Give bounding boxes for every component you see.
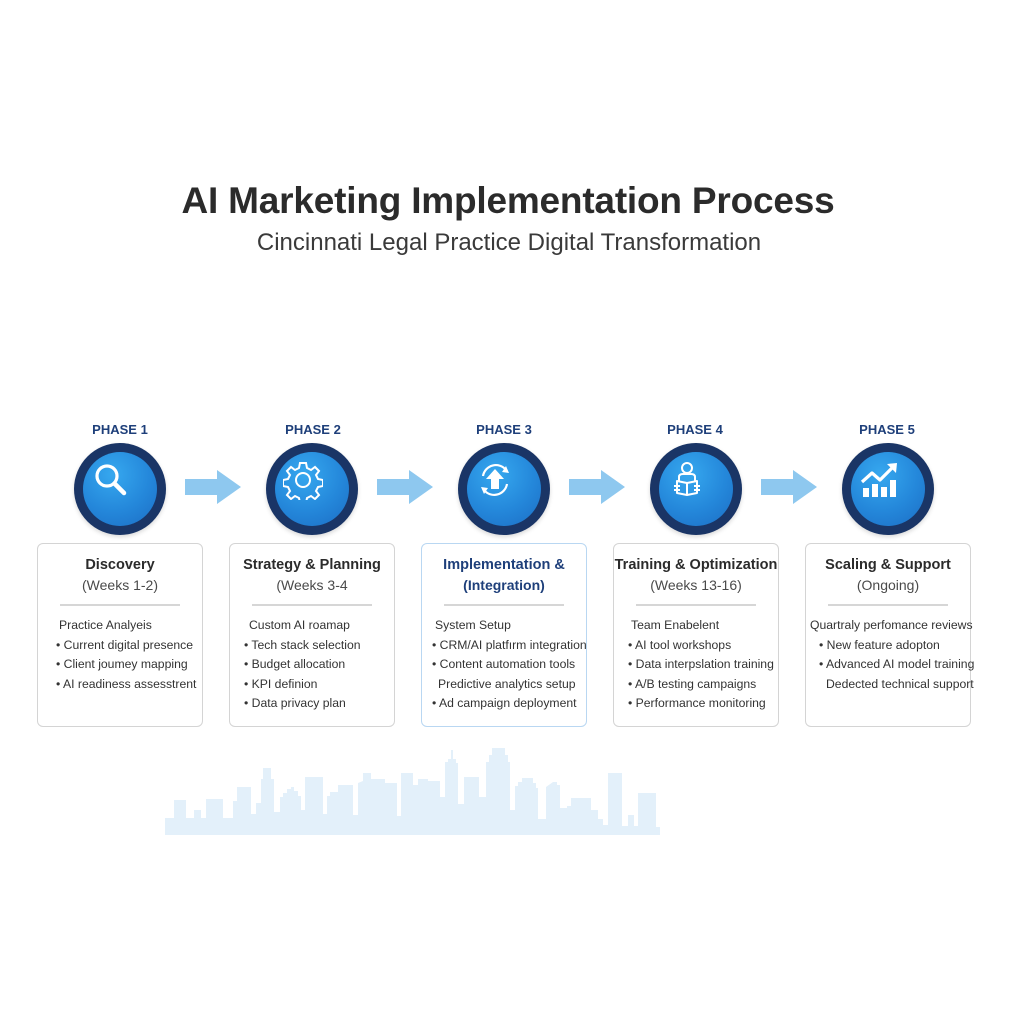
divider — [252, 604, 372, 606]
card-title: Strategy & Planning — [243, 557, 381, 573]
phase-1-label: PHASE 1 — [92, 422, 148, 437]
phase-3-card: Implementation & (Integration) System Se… — [421, 543, 587, 727]
list-item: • Data interpslation training — [628, 657, 774, 672]
arrow-icon — [185, 470, 241, 504]
city-skyline-graphic — [165, 748, 660, 835]
list-item: • A/B testing campaigns — [628, 676, 757, 691]
divider — [444, 604, 564, 606]
list-item: • Tech stack selection — [244, 637, 361, 652]
list-item: • Budget allocation — [244, 657, 346, 672]
card-timeframe: (Weeks 3-4 — [276, 577, 348, 593]
phase-1-card: Discovery (Weeks 1-2) Practice Analyeis … — [37, 543, 203, 727]
list-item: • CRM/AI platfırm integration — [432, 637, 587, 652]
list-item: Quartraly perfomance reviews — [810, 618, 973, 632]
list-item: • Ad campaign deployment — [432, 696, 577, 711]
list-item: • KPI definion — [244, 676, 318, 691]
phase-4-card: Training & Optimization (Weeks 13-16) Te… — [613, 543, 779, 727]
phase-3-label: PHASE 3 — [476, 422, 532, 437]
page-title: AI Marketing Implementation Process — [181, 180, 835, 221]
upload-sync-icon — [481, 464, 509, 496]
list-item: • Client joumey mapping — [56, 657, 188, 672]
list-item: System Setup — [435, 618, 511, 632]
gear-icon — [283, 462, 323, 500]
list-item: • Performance monitoring — [628, 696, 766, 711]
card-title: Scaling & Support — [825, 557, 951, 573]
list-item: • Advanced AI model training — [819, 657, 975, 672]
phase-3-badge — [458, 443, 550, 535]
page-subtitle: Cincinnati Legal Practice Digital Transf… — [256, 229, 762, 256]
list-item: Predictive analytics setup — [438, 676, 576, 691]
magnifier-icon — [95, 464, 127, 496]
arrow-icon — [377, 470, 433, 504]
list-item: Dedected technical support — [826, 676, 974, 691]
growth-chart-icon — [860, 463, 897, 497]
list-item: Custom AI roamap — [249, 618, 350, 632]
card-title: Discovery — [85, 557, 155, 573]
phase-4-badge — [650, 443, 742, 535]
person-reading-icon — [674, 462, 700, 496]
phase-2-label: PHASE 2 — [285, 422, 341, 437]
card-timeframe: (Integration) — [463, 577, 545, 593]
card-timeframe: (Weeks 1-2) — [82, 577, 158, 593]
arrow-icon — [761, 470, 817, 504]
card-timeframe: (Ongoing) — [856, 577, 920, 593]
card-title: Training & Optimization — [614, 557, 778, 573]
list-item: • AI readiness assesstrent — [56, 676, 197, 691]
divider — [636, 604, 756, 606]
divider — [60, 604, 180, 606]
phase-1-badge — [74, 443, 166, 535]
list-item: • Data privacy plan — [244, 696, 346, 711]
phase-2-card: Strategy & Planning (Weeks 3-4 Custom AI… — [229, 543, 395, 727]
divider — [828, 604, 948, 606]
phase-2-badge — [266, 443, 358, 535]
card-title: Implementation & — [443, 557, 565, 573]
list-item: • Content automation tools — [432, 657, 576, 672]
phase-4-label: PHASE 4 — [667, 422, 723, 437]
list-item: • New feature adopton — [819, 637, 940, 652]
card-timeframe: (Weeks 13-16) — [650, 577, 742, 593]
phase-5-badge — [842, 443, 934, 535]
list-item: • Current digital presence — [56, 637, 194, 652]
phase-5-label: PHASE 5 — [859, 422, 915, 437]
arrow-icon — [569, 470, 625, 504]
list-item: Team Enabelent — [631, 618, 720, 632]
phase-5-card: Scaling & Support (Ongoing) Quartraly pe… — [805, 543, 975, 727]
list-item: Practice Analyeis — [59, 618, 152, 632]
list-item: • AI tool workshops — [628, 637, 732, 652]
